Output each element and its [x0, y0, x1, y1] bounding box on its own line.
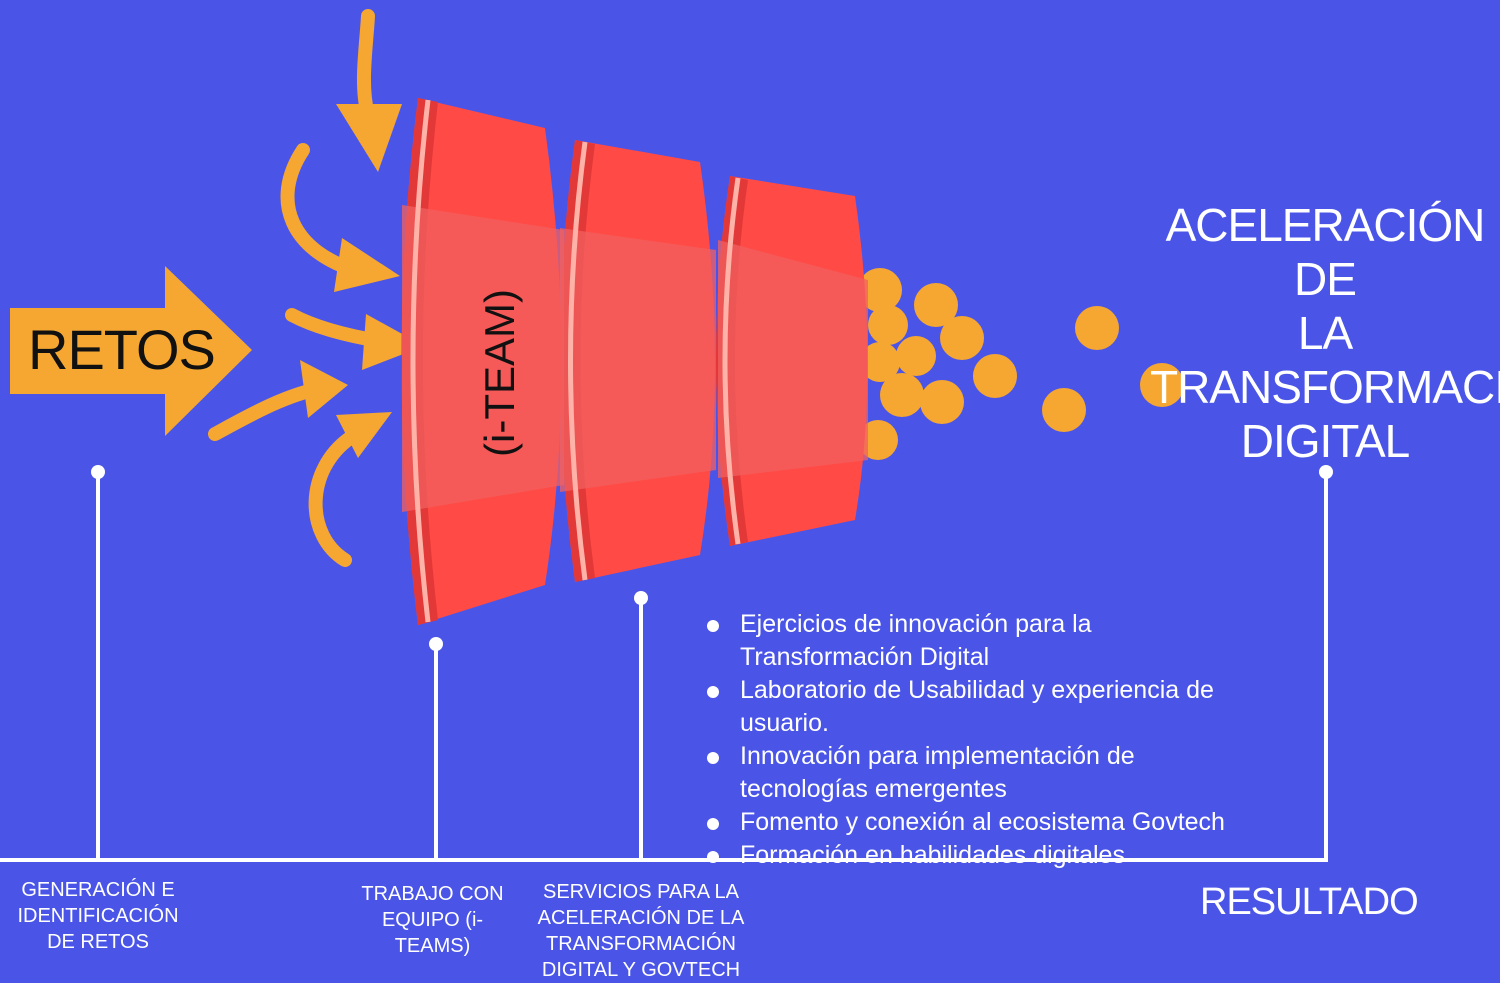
services-list-item: Formación en habilidades digitales — [700, 839, 1260, 872]
result-title: ACELERACIÓN DE LA TRANSFORMACIÓN DIGITAL — [1150, 198, 1500, 468]
iteam-label: (i-TEAM) — [476, 289, 523, 457]
services-list-item: Innovación para implementación de tecnol… — [700, 740, 1260, 806]
result-title-line-4: DIGITAL — [1240, 415, 1411, 467]
timeline — [0, 472, 1328, 862]
funnel-segment-1 — [401, 98, 564, 625]
retos-label: RETOS — [28, 318, 216, 381]
funnel-segment-3 — [716, 176, 868, 546]
curved-arrow-icon — [208, 9, 392, 567]
curved-arrow-heads — [300, 104, 424, 458]
result-title-line-1: ACELERACIÓN DE — [1165, 199, 1486, 305]
services-list-item: Laboratorio de Usabilidad y experiencia … — [700, 674, 1260, 740]
funnel-icon — [401, 98, 868, 625]
result-title-line-2: LA — [1297, 307, 1353, 359]
result-title-line-3: TRANSFORMACIÓN — [1150, 361, 1500, 413]
stage-label-2: TRABAJO CON EQUIPO (i-TEAMS) — [361, 883, 504, 957]
circle-icon — [858, 268, 1184, 460]
services-list-item: Fomento y conexión al ecosistema Govtech — [700, 806, 1260, 839]
funnel-segment-2 — [560, 140, 716, 582]
stage-label-3: SERVICIOS PARA LA ACELERACIÓN DE LA TRAN… — [537, 881, 745, 981]
services-list: Ejercicios de innovación para la Transfo… — [700, 608, 1260, 872]
arrow-right-icon — [10, 266, 252, 436]
services-list-item: Ejercicios de innovación para la Transfo… — [700, 608, 1260, 674]
stage-label-1: GENERACIÓN E IDENTIFICACIÓN DE RETOS — [17, 879, 179, 953]
stage-label-4: RESULTADO — [1200, 881, 1419, 923]
timeline-dots — [91, 465, 1333, 651]
